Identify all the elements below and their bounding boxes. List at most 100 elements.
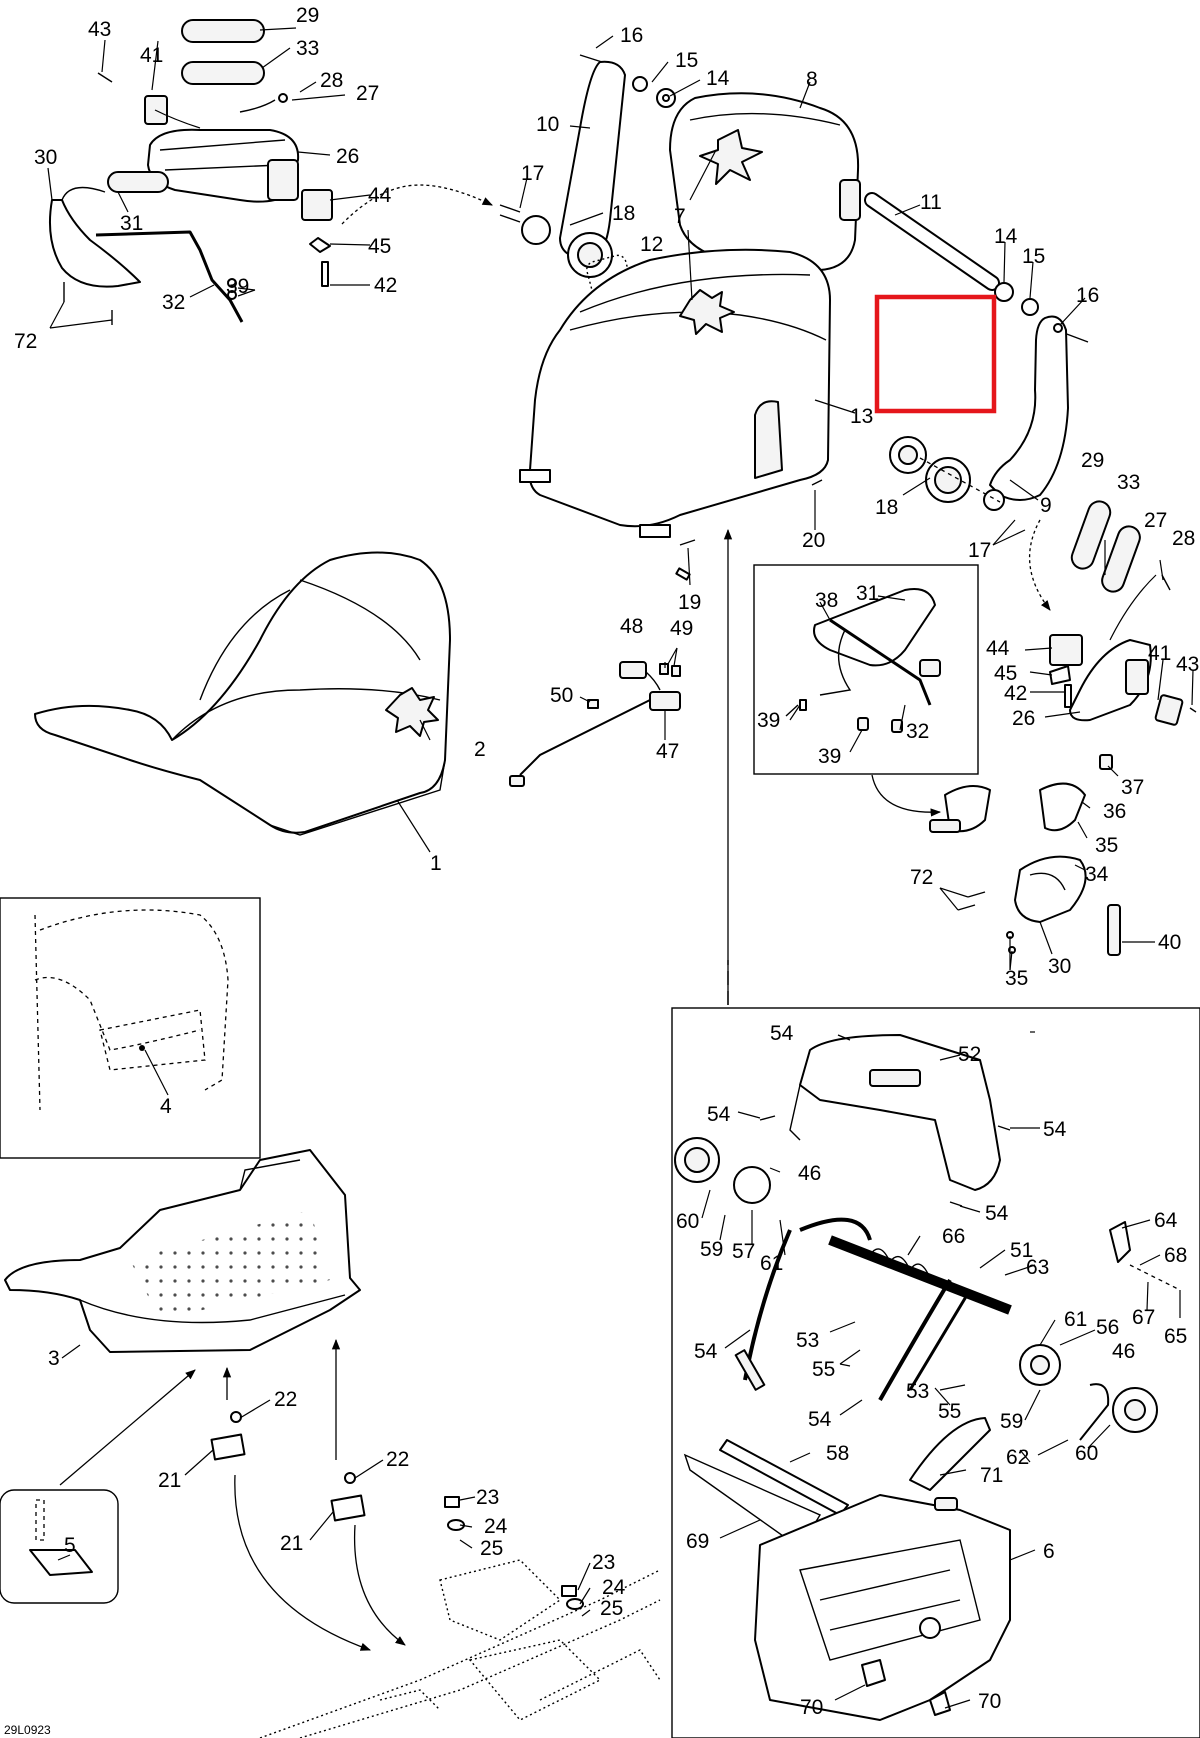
callout-28-left: 28 xyxy=(320,69,343,92)
callout-41-left: 41 xyxy=(140,44,163,67)
callout-36: 36 xyxy=(1103,800,1126,823)
inset-fastener-5 xyxy=(0,1489,119,1604)
callout-43-left: 43 xyxy=(88,18,111,41)
callout-62: 62 xyxy=(1006,1446,1029,1469)
callout-22-left: 22 xyxy=(274,1388,297,1411)
pin-42-left xyxy=(321,261,329,287)
callout-29-right: 29 xyxy=(1081,449,1104,472)
inset-frame-5 xyxy=(0,1489,119,1604)
callout-14-top: 14 xyxy=(706,67,730,90)
logo-12 xyxy=(679,289,735,335)
callout-50: 50 xyxy=(550,684,573,707)
callout-61-right: 61 xyxy=(1064,1308,1087,1331)
callout-44-right: 44 xyxy=(986,637,1010,660)
callout-25-left: 25 xyxy=(480,1537,503,1560)
callout-18-top: 18 xyxy=(612,202,635,225)
grip-29-left xyxy=(181,19,265,43)
plug-50 xyxy=(509,775,525,787)
callout-39-inset-bottom: 39 xyxy=(818,745,841,768)
callout-39-inset-left: 39 xyxy=(757,709,780,732)
callout-4: 4 xyxy=(160,1095,172,1118)
callout-72-left: 72 xyxy=(14,330,37,353)
callout-29-left: 29 xyxy=(296,4,319,27)
fasteners-21-22 xyxy=(210,1411,366,1522)
inset-handle-detail xyxy=(753,564,979,775)
callout-60-left: 60 xyxy=(676,1210,699,1233)
callout-3: 3 xyxy=(48,1347,60,1370)
callout-12: 12 xyxy=(640,233,663,256)
callout-16-top: 16 xyxy=(620,24,643,47)
inset-frame-handle xyxy=(753,564,979,775)
logo-2 xyxy=(385,687,439,737)
hand-guard-30-left xyxy=(49,199,141,288)
callout-32-left: 32 xyxy=(162,291,185,314)
strap-71 xyxy=(909,1417,991,1491)
callout-31-right: 31 xyxy=(856,582,879,605)
handle-assembled xyxy=(929,754,1121,956)
inset-rear-view xyxy=(0,897,261,1159)
callout-49: 49 xyxy=(670,617,693,640)
logo-7 xyxy=(699,129,763,185)
callout-16-right: 16 xyxy=(1076,284,1099,307)
leader-lines xyxy=(47,27,1194,1709)
callout-24-right: 24 xyxy=(602,1576,626,1599)
callout-23-right: 23 xyxy=(592,1551,615,1574)
callout-60-right: 60 xyxy=(1075,1442,1098,1465)
callout-1: 1 xyxy=(430,852,442,875)
hand-guard-30-right xyxy=(1014,855,1087,923)
callout-47: 47 xyxy=(656,740,679,763)
callout-70-left: 70 xyxy=(800,1696,823,1719)
callout-72-right: 72 xyxy=(910,866,933,889)
callout-48: 48 xyxy=(620,615,643,638)
callout-46-left: 46 xyxy=(798,1162,821,1185)
callout-69: 69 xyxy=(686,1530,709,1553)
callout-53-right: 53 xyxy=(906,1380,929,1403)
callout-54-top: 54 xyxy=(770,1022,794,1045)
callout-34: 34 xyxy=(1085,863,1109,886)
callout-59-right: 59 xyxy=(1000,1410,1023,1433)
callout-13: 13 xyxy=(850,405,873,428)
fitting-37 xyxy=(1099,754,1113,770)
callout-58: 58 xyxy=(826,1442,849,1465)
callout-35-top: 35 xyxy=(1095,834,1118,857)
callout-24-left: 24 xyxy=(484,1515,508,1538)
callout-57: 57 xyxy=(732,1240,755,1263)
callout-27-right: 27 xyxy=(1144,509,1167,532)
callout-68: 68 xyxy=(1164,1244,1187,1267)
clip-40 xyxy=(1107,904,1121,956)
callout-11: 11 xyxy=(920,191,942,214)
backrest-bracket-10 xyxy=(559,60,626,262)
backrest-bracket-9 xyxy=(989,315,1069,501)
callout-26-right: 26 xyxy=(1012,707,1035,730)
callout-30-left: 30 xyxy=(34,146,57,169)
callout-14-right: 14 xyxy=(994,225,1018,248)
right-handle-assembly xyxy=(1049,500,1197,726)
inset-frame-rear xyxy=(0,897,261,1159)
callout-18-right: 18 xyxy=(875,496,898,519)
clip-5 xyxy=(29,1549,93,1576)
callout-17-top: 17 xyxy=(521,162,544,185)
callout-70-right: 70 xyxy=(978,1690,1001,1713)
grip-31-left xyxy=(107,171,169,193)
connector-48 xyxy=(619,661,647,679)
callout-54-lower: 54 xyxy=(808,1408,832,1431)
callout-56: 56 xyxy=(1096,1316,1119,1339)
chassis-outline xyxy=(259,1496,661,1738)
bracket-21-right xyxy=(330,1494,366,1522)
callout-53-left: 53 xyxy=(796,1329,819,1352)
callout-17-right: 17 xyxy=(968,539,991,562)
assembly-arrow-left xyxy=(341,184,493,225)
seat-base-3 xyxy=(4,1149,361,1353)
backrest-assembly xyxy=(499,54,1089,343)
callout-2: 2 xyxy=(474,738,486,761)
callout-30-right: 30 xyxy=(1048,955,1071,978)
callout-55-right: 55 xyxy=(938,1400,961,1423)
callout-71: 71 xyxy=(980,1464,1003,1487)
housing-52 xyxy=(799,1034,1001,1191)
bracket-44-right xyxy=(1049,634,1083,666)
callout-5: 5 xyxy=(64,1534,76,1557)
callout-40: 40 xyxy=(1158,931,1181,954)
callout-59-left: 59 xyxy=(700,1238,723,1261)
callout-15-right: 15 xyxy=(1022,245,1045,268)
